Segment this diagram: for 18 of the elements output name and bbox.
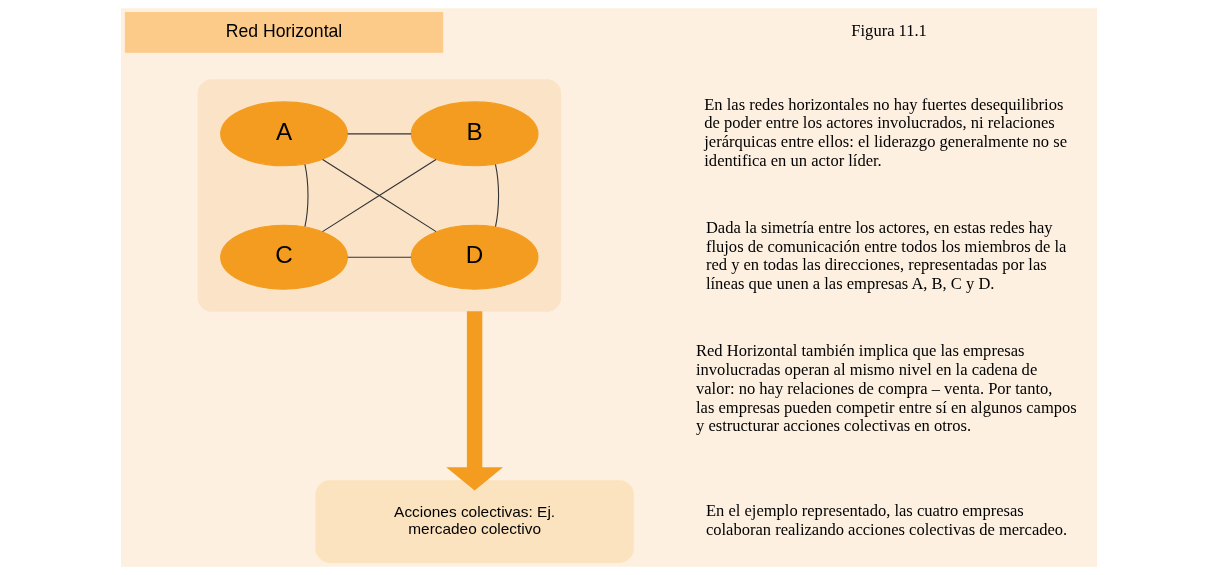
label: En el ejemplo representado, las cuatro empresas colaboran realizando acciones colectivas de mercadeo. [705,501,1067,539]
connector [494,163,499,228]
node-ellipse: D [410,224,538,290]
cluster [197,79,561,312]
node-box: Acciones colectivas: Ej. mercadeo colectivo [314,480,634,563]
node-ellipse: A [219,101,348,167]
connector [303,163,309,228]
node-ellipse: C [219,224,348,290]
node-box: Red Horizontal [124,12,443,53]
label: Dada la simetría entre los actores, en estas redes hay flujos de comunicación entre todos los miembros de la red y en todas las direcciones, representadas por las líneas que unen a las empresas A, B, C y D. [705,217,1066,294]
connector [346,256,412,258]
label: Figura 11.1 [850,21,927,41]
label: Red Horizontal también implica que las empresas involucradas operan al mismo nivel en la cadena de valor: no hay relaciones de compra – venta. Por tanto, las empresas pueden competir entre sí en algunos campos y estructurar acciones colectivas en otros. [695,341,1077,436]
label: En las redes horizontales no hay fuertes desequilibrios de poder entre los actores involucrados, ni relaciones jerárquicas entre ellos: el liderazgo generalmente no se identifica en un actor líder. [703,94,1067,170]
node-ellipse: B [410,101,538,167]
connector [346,133,412,135]
connector [321,158,437,233]
arrow [445,311,503,491]
